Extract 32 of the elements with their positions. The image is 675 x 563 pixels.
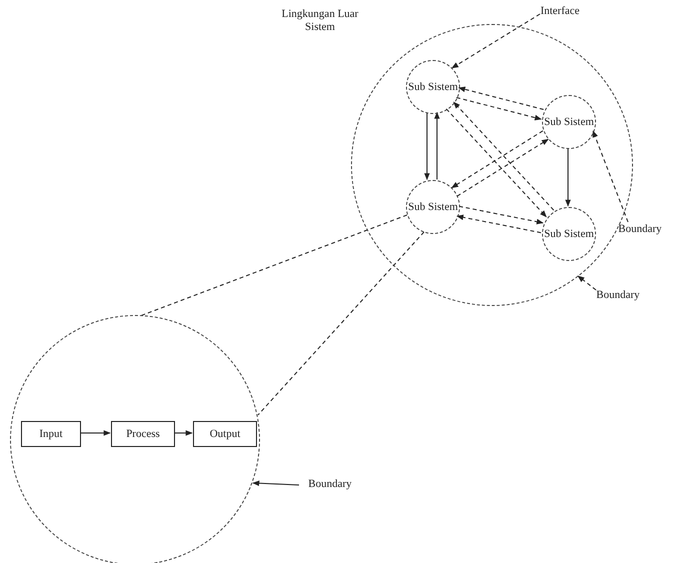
callout-label: Boundary [588, 289, 648, 303]
subsystem-circle: Sub Sistem [406, 180, 460, 234]
arrow [80, 430, 111, 436]
arrow [453, 102, 554, 211]
leader-line [252, 480, 300, 486]
arrow [458, 206, 544, 224]
subsystem-circle: Sub Sistem [406, 60, 460, 114]
callout-label: Boundary [300, 478, 360, 492]
arrow [458, 86, 544, 110]
environment-label: Lingkungan Luar Sistem [280, 8, 360, 34]
arrow [451, 130, 544, 188]
arrow [424, 112, 430, 180]
process-box: Process [111, 421, 175, 447]
arrow [456, 214, 542, 234]
arrow [565, 148, 571, 207]
arrow [456, 138, 549, 197]
process-box: Input [21, 421, 81, 447]
subsystem-circle: Sub Sistem [542, 207, 596, 261]
arrow [434, 112, 440, 180]
process-box: Output [193, 421, 257, 447]
subsystem-circle: Sub Sistem [542, 95, 596, 149]
leader-line [577, 276, 596, 290]
connector-line [258, 232, 424, 416]
leader-line [592, 130, 628, 222]
arrow [174, 430, 193, 436]
arrow [456, 97, 542, 120]
connector-line [140, 214, 408, 316]
leader-line [451, 14, 540, 68]
arrow [446, 108, 547, 218]
callout-label: Interface [530, 5, 590, 19]
subsystem-detail-circle [10, 315, 260, 563]
callout-label: Boundary [610, 223, 670, 237]
